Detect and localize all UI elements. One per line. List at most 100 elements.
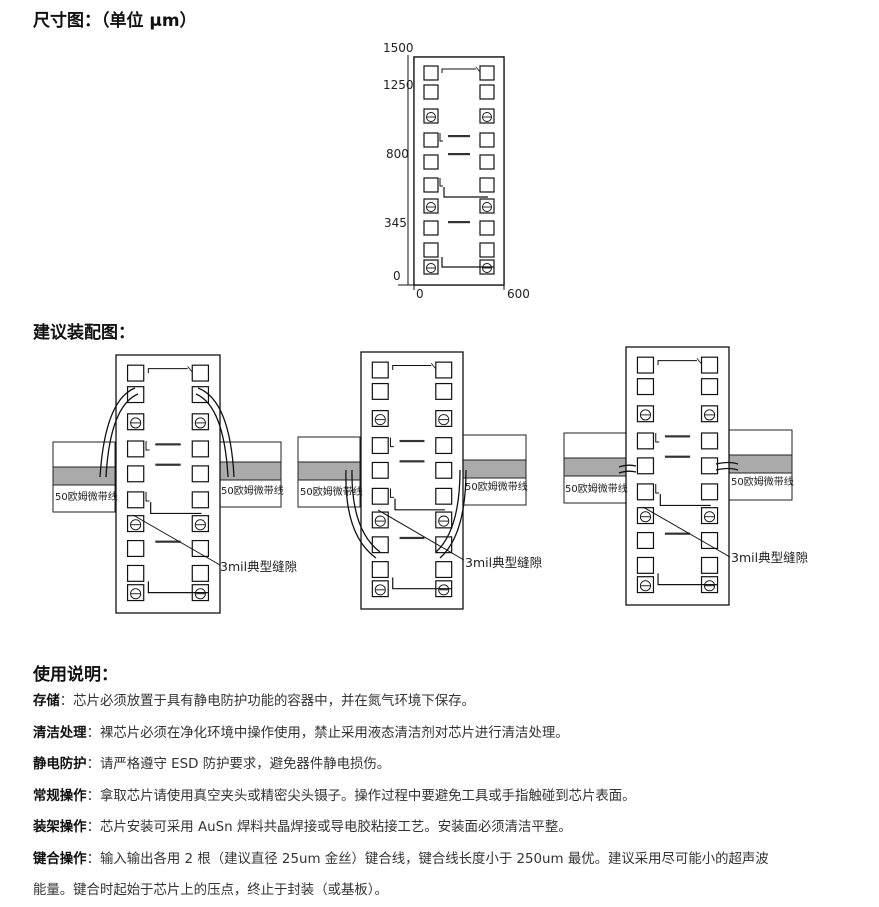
bond-pad [423,177,439,193]
gap-label: 3mil典型缝隙 [731,550,808,565]
bond-pad [126,440,145,458]
note-text: 芯片必须放置于具有静电防护功能的容器中，并在氮气环境下保存。 [73,694,475,709]
bond-pad [435,437,453,455]
bond-pad [636,356,655,374]
bond-pad [479,132,495,148]
via-icon [426,263,436,273]
bond-pad [423,220,439,236]
usage-note: 静电防护：请严格遵守 ESD 防护要求，避免器件静电损伤。 [33,749,848,781]
bond-pad [636,507,655,525]
via-icon [482,112,492,122]
bond-pad [371,580,389,598]
note-separator: ： [59,694,74,709]
via-icon [194,519,206,531]
bond-pad [371,561,389,579]
die-marking [399,460,425,463]
bond-pad [126,491,145,509]
assembly-view-1: 50欧姆微带线 50欧姆微带线 3mil典型缝隙 [52,354,297,614]
bond-pad [435,461,453,479]
note-separator: ： [86,851,100,867]
note-label: 键合操作 [33,851,87,867]
y-tick-label: 1250 [383,78,414,92]
via-icon [374,414,386,426]
gap-label: 3mil典型缝隙 [465,555,542,570]
assembly-drawing: 50欧姆微带线 50欧姆微带线 3mil典型缝隙 50欧姆微带线 50欧姆微带线… [52,346,808,614]
bond-pad [479,65,495,81]
bond-pad [479,177,495,193]
dimension-drawing: 1500 1250 800 345 0 0 600 [383,41,530,301]
usage-note: 装架操作：芯片安装可采用 AuSn 焊料共晶焊接或导电胶粘接工艺。安装面必须清洁… [33,812,848,844]
bond-pad [636,556,655,574]
die-marking [448,221,470,224]
microstrip-label: 50欧姆微带线 [221,484,284,497]
usage-note: 常规操作：拿取芯片请使用真空夹头或精密尖头镊子。操作过程中要避免工具或手指触碰到… [33,781,848,813]
note-label: 常规操作 [33,788,87,804]
x-tick-label: 0 [416,287,424,301]
via-icon [438,584,450,596]
x-tick-label: 600 [507,287,530,301]
note-text: 拿取芯片请使用真空夹头或精密尖头镊子。操作过程中要避免工具或手指触碰到芯片表面。 [99,788,636,804]
bond-pad [700,405,719,423]
bond-pad [191,515,210,533]
bond-pad [191,413,210,431]
note-text-continuation: 能量。键合时起始于芯片上的压点，终止于封装（或基板）。 [33,883,388,898]
via-icon [482,263,492,273]
bond-pad [700,356,719,374]
die-marking [155,540,181,543]
chip-layout [413,56,505,286]
via-icon [130,519,142,531]
die-marking [448,135,470,138]
bond-pad [371,461,389,479]
microstrip-label: 50欧姆微带线 [565,482,628,495]
note-separator: ： [86,820,100,835]
usage-notes-heading: 使用说明： [33,665,118,685]
note-separator: ： [86,788,100,804]
bond-pad [371,361,389,379]
note-text: 裸芯片必须在净化环境中操作使用，禁止采用液态清洁剂对芯片进行清洁处理。 [99,725,569,741]
via-icon [639,580,651,592]
bond-pad [479,198,495,214]
assembly-view-2: 50欧姆微带线 50欧姆微带线 3mil典型缝隙 [297,351,542,610]
via-icon [194,417,206,429]
via-icon [426,202,436,212]
bond-pad [700,457,719,475]
bond-pad [700,378,719,396]
bond-pad [636,457,655,475]
via-icon [374,584,386,596]
bond-pad [126,539,145,558]
via-icon [704,511,716,523]
bond-pad [435,487,453,505]
bond-pad [423,84,439,100]
bond-pad [636,405,655,423]
assembly-drawing-heading: 建议装配图： [33,323,135,343]
bond-pad [435,561,453,579]
via-icon [130,588,142,600]
bond-pad [191,564,210,582]
assembly-view-3: 50欧姆微带线 50欧姆微带线 3mil典型缝隙 [563,346,808,606]
y-tick-label: 1500 [383,41,414,55]
bond-pad [423,242,439,258]
bond-pad [636,483,655,501]
bond-pad [700,483,719,501]
y-tick-label: 0 [393,269,401,283]
bond-pad [435,382,453,400]
bond-pad [423,154,439,170]
via-icon [194,588,206,600]
bond-pad [479,108,495,124]
die-marking [664,455,691,458]
bond-pad [126,515,145,533]
usage-notes-list: 存储：芯片必须放置于具有静电防护功能的容器中，并在氮气环境下保存。 清洁处理：裸… [33,686,848,907]
note-label: 清洁处理 [33,725,87,741]
die-marking [399,536,425,540]
microstrip-label: 50欧姆微带线 [55,490,118,503]
die-marking [399,439,425,443]
bond-pad [435,511,453,529]
bond-pad [371,410,389,427]
bond-pad [479,220,495,236]
note-label: 存储 [33,694,60,709]
bond-pad [191,440,210,458]
bond-pad [423,132,439,148]
bond-pad [423,65,439,81]
bond-pad [423,259,439,275]
die-marking [155,443,181,446]
